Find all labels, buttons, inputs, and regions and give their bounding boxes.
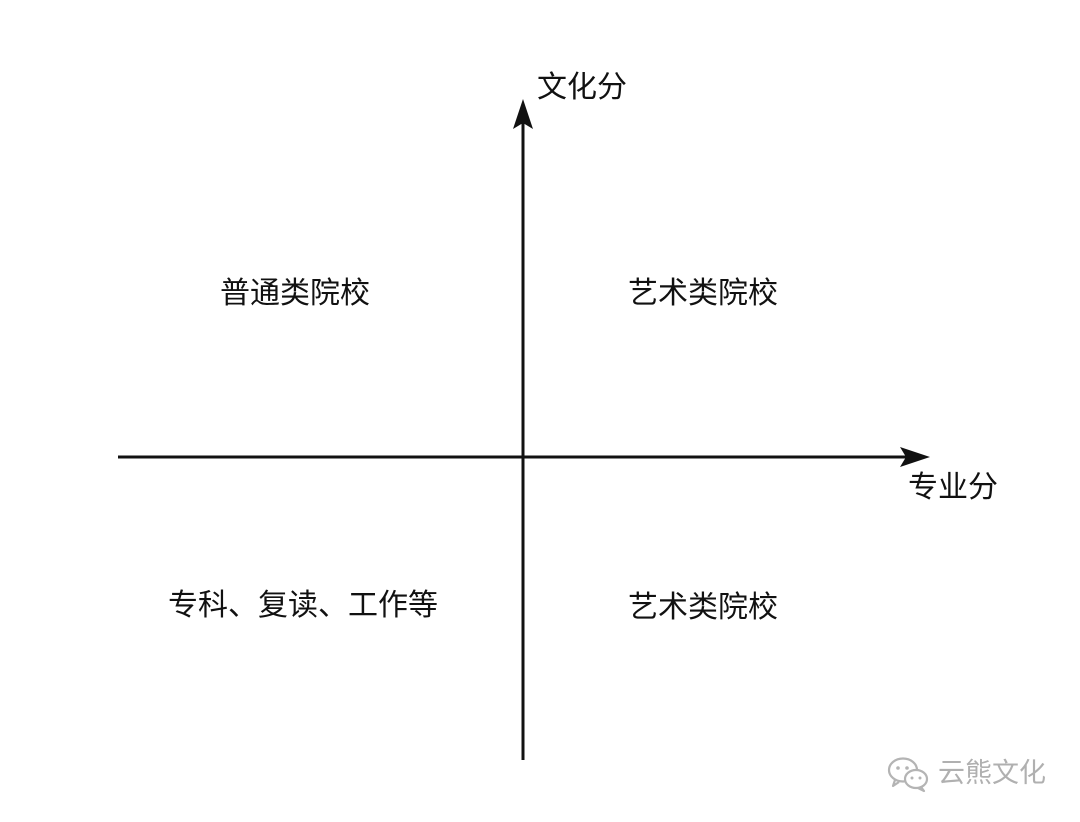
watermark: 云熊文化	[886, 754, 1046, 794]
quadrant-bottom-right-label: 艺术类院校	[628, 590, 778, 625]
quadrant-bottom-left-label: 专科、复读、工作等	[168, 588, 438, 623]
wechat-icon	[887, 757, 929, 793]
y-axis-label: 文化分	[537, 70, 627, 105]
x-axis-arrowhead	[900, 447, 930, 467]
x-axis-label: 专业分	[908, 470, 998, 505]
quadrant-top-left-label: 普通类院校	[220, 276, 370, 311]
watermark-text: 云熊文化	[938, 758, 1046, 789]
quadrant-top-right-label: 艺术类院校	[628, 276, 778, 311]
y-axis-arrowhead	[513, 99, 533, 129]
